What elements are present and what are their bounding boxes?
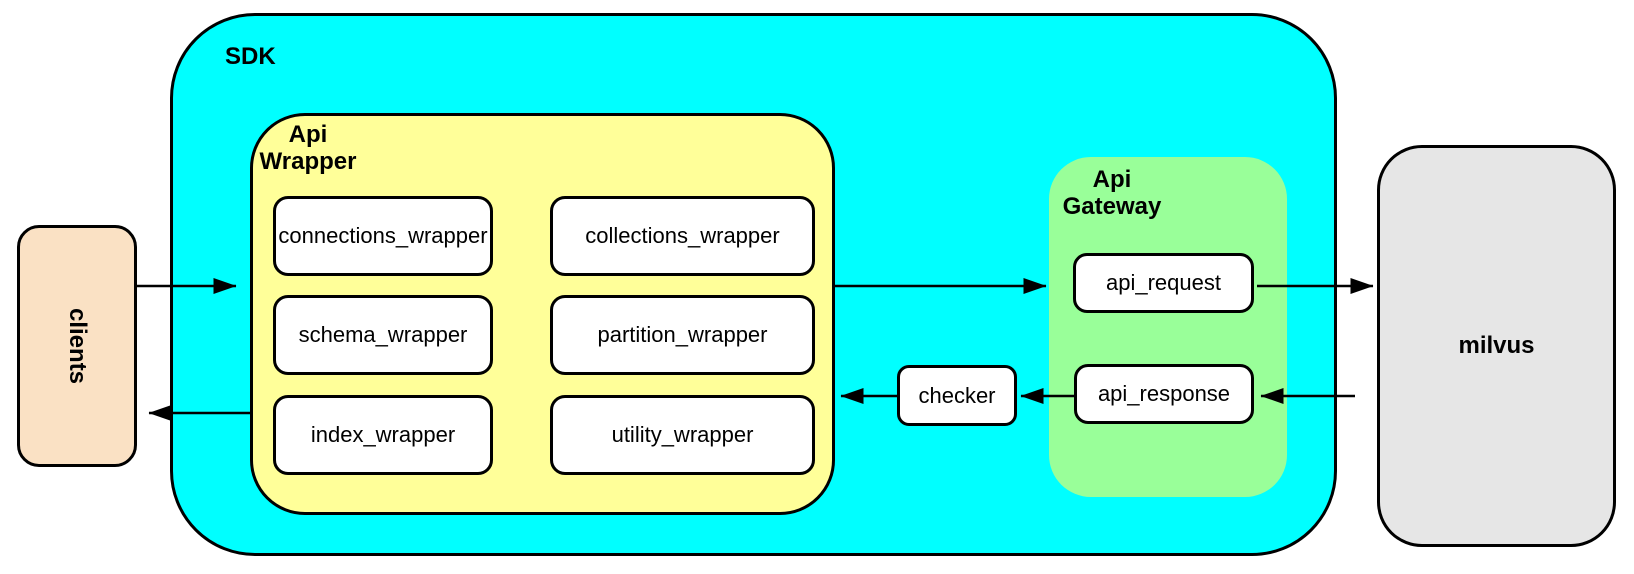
- api-wrapper-label: Api Wrapper: [259, 121, 357, 175]
- api-gateway-container: Api Gateway api_request api_response: [1049, 157, 1287, 497]
- api-gateway-label: Api Gateway: [1062, 166, 1162, 220]
- box-api-request-label: api_request: [1106, 270, 1221, 295]
- box-schema-wrapper: schema_wrapper: [273, 295, 493, 375]
- sdk-label: SDK: [225, 43, 276, 70]
- box-utility-wrapper-label: utility_wrapper: [611, 422, 754, 447]
- box-schema-wrapper-label: schema_wrapper: [298, 322, 468, 347]
- box-collections-wrapper-label: collections_wrapper: [585, 223, 780, 248]
- clients-node: clients: [17, 225, 137, 467]
- box-api-request: api_request: [1073, 253, 1254, 313]
- box-partition-wrapper: partition_wrapper: [550, 295, 815, 375]
- box-connections-wrapper: connections_wrapper: [273, 196, 493, 276]
- box-connections-wrapper-label: connections_wrapper: [278, 223, 488, 248]
- clients-label: clients: [64, 307, 91, 385]
- checker-label: checker: [918, 382, 996, 408]
- box-api-response: api_response: [1074, 364, 1254, 424]
- box-index-wrapper: index_wrapper: [273, 395, 493, 475]
- box-utility-wrapper: utility_wrapper: [550, 395, 815, 475]
- milvus-label: milvus: [1458, 332, 1535, 359]
- box-index-wrapper-label: index_wrapper: [310, 422, 456, 447]
- box-api-response-label: api_response: [1097, 381, 1231, 406]
- box-collections-wrapper: collections_wrapper: [550, 196, 815, 276]
- box-partition-wrapper-label: partition_wrapper: [597, 322, 768, 347]
- milvus-node: milvus: [1377, 145, 1616, 547]
- checker-box: checker: [897, 365, 1017, 426]
- api-wrapper-container: Api Wrapper connections_wrapper collecti…: [250, 113, 835, 515]
- sdk-container: SDK Api Wrapper connections_wrapper coll…: [170, 13, 1337, 556]
